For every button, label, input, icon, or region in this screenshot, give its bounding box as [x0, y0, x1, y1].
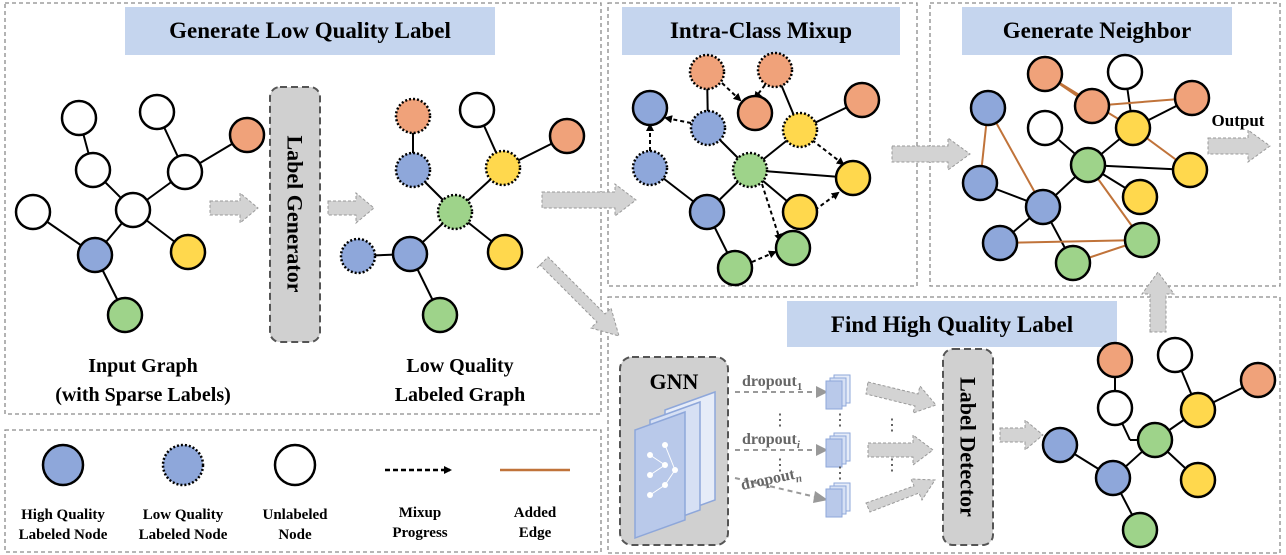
mixup-graph [631, 51, 881, 287]
output-arrow [1207, 129, 1271, 163]
model-stack-i [825, 432, 851, 468]
legend-low-quality-line2: Labeled Node [139, 527, 228, 543]
dropout-label-1: dropout1 [742, 373, 802, 393]
input-graph-caption-1: Input Graph [88, 355, 198, 377]
legend-unlabeled-icon [273, 443, 317, 487]
arrow-to-neighbor [891, 137, 971, 171]
label-generator-box [269, 86, 321, 343]
legend-panel [4, 429, 602, 553]
model-dots-2: ⋮ [832, 465, 848, 482]
label-generator-text: Label Generator [283, 135, 308, 292]
model-stack-n [825, 482, 851, 518]
neighbor-graph [961, 53, 1211, 282]
low-quality-caption-2: Labeled Graph [395, 384, 526, 406]
generate-neighbor-title: Generate Neighbor [1003, 18, 1191, 43]
gnn-layers-icon [634, 390, 716, 540]
dropout-dots-2: ⋮ [772, 457, 788, 474]
legend-low-quality-line1: Low Quality [143, 507, 224, 523]
legend-mixup-line2: Progress [392, 525, 447, 541]
title-box-neighbor [962, 7, 1232, 55]
legend-high-quality-line2: Labeled Node [19, 527, 108, 543]
model-dots-4: ⋮ [884, 457, 900, 474]
title-box-find-high [787, 301, 1117, 347]
label-detector-text: Label Detector [956, 377, 981, 517]
legend-high-quality-line1: High Quality [21, 507, 105, 523]
arrow-from-detector [999, 418, 1044, 452]
title-box-generate-low [125, 7, 495, 55]
legend-unlabeled-line2: Node [278, 527, 312, 543]
legend-low-quality-icon [161, 443, 205, 487]
dropout-dots-1: ⋮ [772, 412, 788, 429]
find-high-quality-panel [607, 296, 1281, 554]
legend-unlabeled-line1: Unlabeled [262, 507, 328, 523]
input-graph [14, 93, 266, 334]
low-quality-graph [339, 91, 586, 334]
label-detector-box [942, 348, 994, 546]
arrow-to-detector-1 [865, 381, 937, 414]
arrow-from-generator [327, 191, 375, 225]
input-graph-caption-2: (with Sparse Labels) [55, 384, 231, 406]
low-quality-caption-1: Low Quality [406, 355, 513, 377]
legend-added-edge-line2: Edge [519, 525, 552, 541]
model-stack-1 [825, 374, 851, 410]
intra-class-mixup-panel [607, 2, 918, 287]
find-high-quality-title: Find High Quality Label [831, 312, 1073, 337]
legend-high-quality-icon [41, 443, 85, 487]
legend-added-edge-line1: Added [514, 505, 557, 521]
generate-neighbor-panel [929, 2, 1281, 287]
model-dots-1: ⋮ [832, 412, 848, 429]
intra-class-mixup-title: Intra-Class Mixup [670, 18, 852, 43]
arrow-to-detector-3 [865, 478, 936, 513]
legend-mixup-line1: Mixup [399, 505, 442, 521]
arrow-up-to-neighbor [1141, 271, 1175, 333]
title-box-mixup [622, 7, 900, 55]
model-dots-3: ⋮ [884, 417, 900, 434]
dropout-label-i: dropouti [742, 431, 801, 451]
dropout-arrow-n [734, 477, 821, 499]
gnn-label: GNN [650, 369, 699, 394]
arrow-to-generator [209, 191, 259, 225]
output-label: Output [1212, 111, 1265, 130]
arrow-to-detector-2 [867, 434, 934, 466]
arrow-to-gnn [536, 256, 620, 337]
high-quality-graph [1041, 336, 1277, 549]
arrow-to-mixup [541, 182, 637, 218]
generate-low-quality-title: Generate Low Quality Label [169, 18, 451, 43]
